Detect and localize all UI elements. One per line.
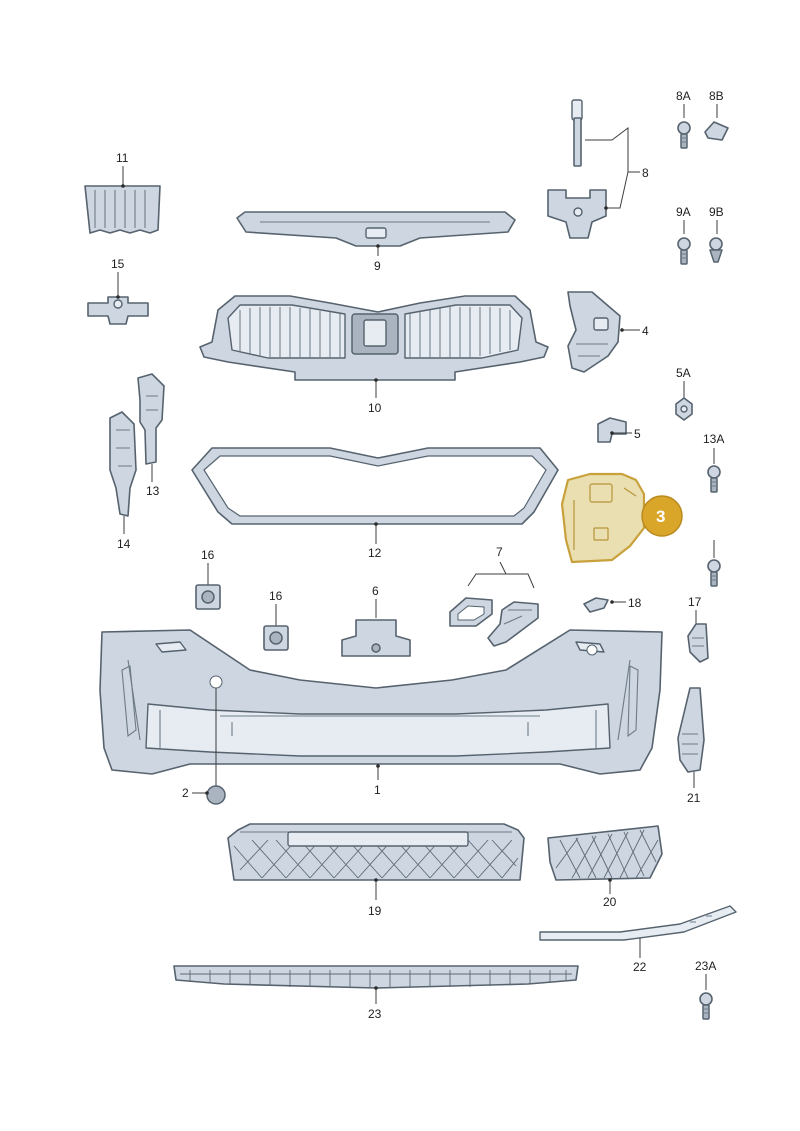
part-1a-screw[interactable] — [707, 559, 721, 587]
label-20: 20 — [603, 895, 617, 909]
label-23a: 23A — [695, 959, 716, 973]
part-10[interactable] — [199, 295, 549, 381]
part-13a-screw[interactable] — [707, 465, 721, 493]
label-5a: 5A — [676, 366, 691, 380]
label-4: 4 — [642, 324, 649, 338]
part-8b-clip[interactable] — [704, 121, 729, 141]
part-22-trim-strip[interactable] — [539, 905, 737, 941]
part-8a-screw[interactable] — [677, 121, 691, 149]
part-6[interactable] — [341, 619, 411, 657]
part-19-lower-grille[interactable] — [227, 823, 525, 881]
badge-label-3: 3 — [656, 507, 665, 526]
label-1: 1 — [374, 783, 381, 797]
label-16b: 16 — [269, 589, 283, 603]
part-23a-screw[interactable] — [699, 992, 713, 1020]
part-5[interactable] — [597, 417, 627, 443]
label-8b: 8B — [709, 89, 724, 103]
part-18[interactable] — [583, 597, 609, 613]
label-7: 7 — [496, 545, 503, 559]
label-14: 14 — [117, 537, 131, 551]
part-21[interactable] — [677, 687, 705, 773]
part-12[interactable] — [191, 447, 559, 525]
part-20-side-grille[interactable] — [547, 825, 663, 881]
label-9: 9 — [374, 259, 381, 273]
part-1-bumper[interactable] — [99, 629, 663, 775]
part-9[interactable] — [236, 211, 516, 247]
part-14[interactable] — [109, 411, 137, 517]
label-9b: 9B — [709, 205, 724, 219]
label-17: 17 — [688, 595, 702, 609]
part-23-spoiler[interactable] — [173, 965, 579, 989]
part-16-sensor-left[interactable] — [195, 584, 221, 610]
part-2-cap[interactable] — [206, 785, 226, 805]
part-16-sensor-right[interactable] — [263, 625, 289, 651]
label-8: 8 — [642, 166, 649, 180]
label-13: 13 — [146, 484, 160, 498]
part-9a-screw[interactable] — [677, 237, 691, 265]
label-2: 2 — [182, 786, 189, 800]
label-18: 18 — [628, 596, 642, 610]
label-13a: 13A — [703, 432, 724, 446]
label-23: 23 — [368, 1007, 382, 1021]
label-9a: 9A — [676, 205, 691, 219]
part-15[interactable] — [87, 296, 149, 325]
label-11: 11 — [116, 151, 129, 165]
part-7-right[interactable] — [487, 601, 539, 647]
part-7-left[interactable] — [449, 597, 493, 627]
label-16a: 16 — [201, 548, 215, 562]
part-11[interactable] — [84, 185, 161, 234]
label-19: 19 — [368, 904, 382, 918]
part-4[interactable] — [567, 291, 621, 373]
label-12: 12 — [368, 546, 382, 560]
label-10: 10 — [368, 401, 382, 415]
part-9b-rivet[interactable] — [709, 237, 723, 263]
label-5: 5 — [634, 427, 641, 441]
part-13[interactable] — [137, 373, 165, 465]
highlight-badge-3[interactable]: 3 — [641, 495, 683, 537]
part-17[interactable] — [687, 623, 709, 663]
label-8a: 8A — [676, 89, 691, 103]
label-15: 15 — [111, 257, 125, 271]
label-21: 21 — [687, 791, 701, 805]
label-6: 6 — [372, 584, 379, 598]
label-22: 22 — [633, 960, 647, 974]
part-8-bracket[interactable] — [547, 189, 607, 239]
part-3-highlighted[interactable] — [560, 472, 646, 564]
part-8-bolt[interactable] — [571, 99, 583, 167]
part-5a-nut[interactable] — [675, 397, 693, 421]
